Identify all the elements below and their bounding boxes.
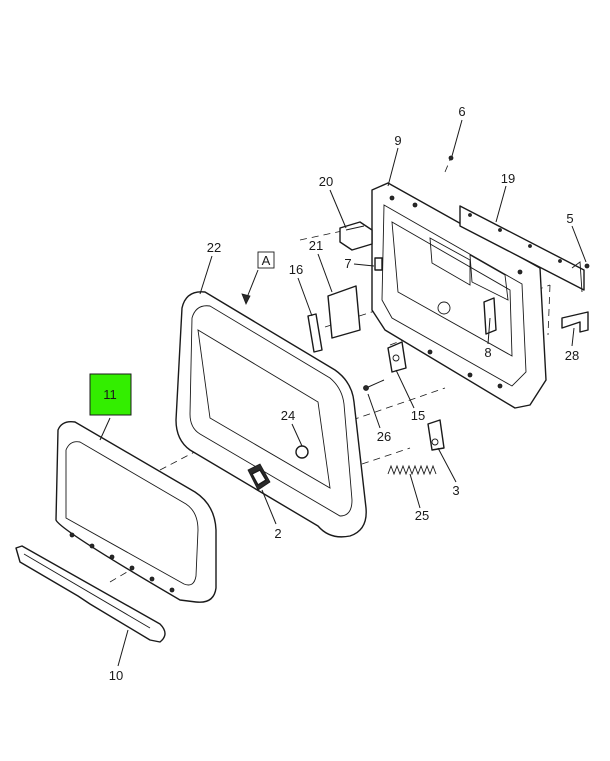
spring bbox=[387, 464, 437, 476]
callout-16: 16 bbox=[289, 262, 303, 277]
callout-5: 5 bbox=[566, 211, 573, 226]
bracket-20 bbox=[339, 221, 373, 251]
callout-20: 20 bbox=[319, 174, 333, 189]
view-arrow bbox=[241, 269, 259, 305]
callout-9: 9 bbox=[394, 133, 401, 148]
leader-lines bbox=[99, 119, 587, 667]
callout-11: 11 bbox=[103, 387, 117, 402]
callout-8: 8 bbox=[484, 345, 491, 360]
callout-25: 25 bbox=[415, 508, 429, 523]
outer-door-panel bbox=[175, 291, 367, 538]
trim-panel bbox=[55, 420, 217, 603]
view-label: A bbox=[262, 253, 271, 268]
callout-28: 28 bbox=[565, 348, 579, 363]
callout-24: 24 bbox=[281, 408, 295, 423]
view-label-box bbox=[257, 251, 275, 269]
insulation-pad bbox=[327, 285, 361, 339]
callout-6: 6 bbox=[458, 104, 465, 119]
inner-door-frame bbox=[371, 182, 547, 409]
callout-3: 3 bbox=[452, 483, 459, 498]
small-parts bbox=[363, 155, 590, 451]
hinge-plate bbox=[459, 205, 585, 293]
lower-trim-strip bbox=[15, 545, 166, 643]
callout-22: 22 bbox=[207, 240, 221, 255]
callout-26: 26 bbox=[377, 429, 391, 444]
callout-2: 2 bbox=[274, 526, 281, 541]
highlight-box bbox=[89, 373, 132, 416]
seal-strip bbox=[307, 313, 323, 353]
callout-15: 15 bbox=[411, 408, 425, 423]
callout-7: 7 bbox=[344, 256, 351, 271]
callout-10: 10 bbox=[109, 668, 123, 683]
callout-19: 19 bbox=[501, 171, 515, 186]
callout-21: 21 bbox=[309, 238, 323, 253]
